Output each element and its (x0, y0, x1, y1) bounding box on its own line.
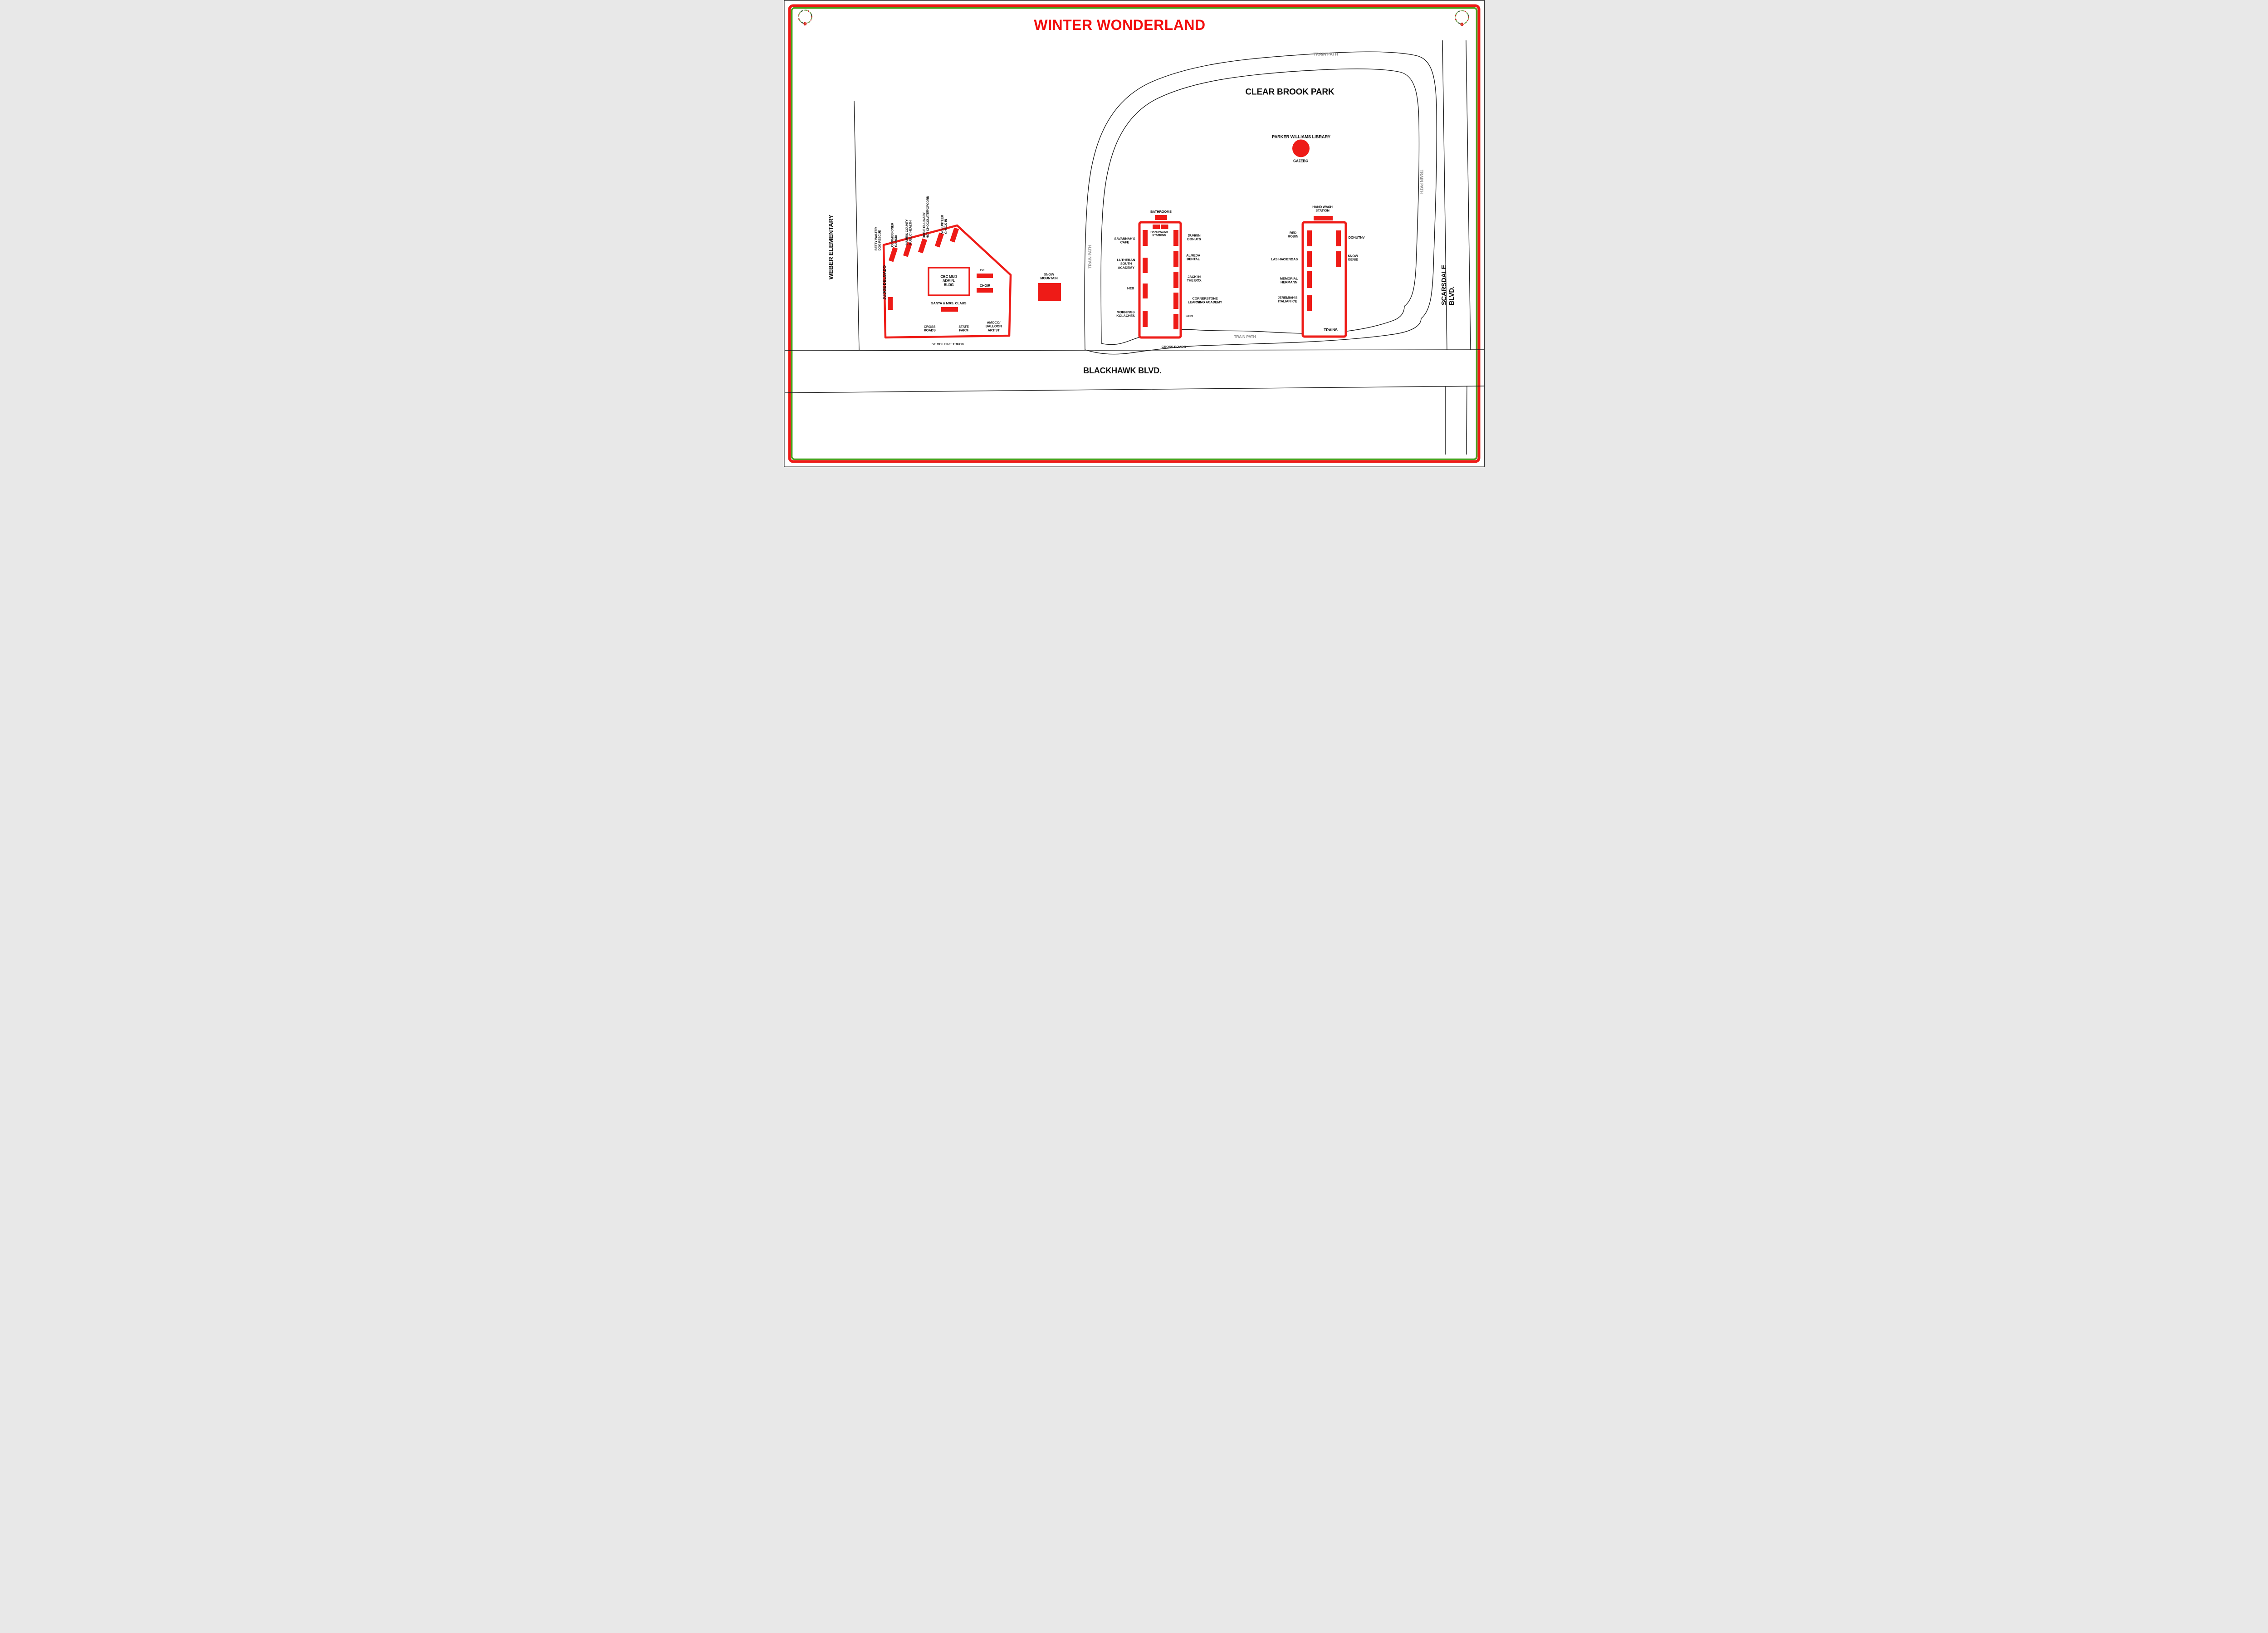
blackhawk-top-edge (784, 349, 1484, 351)
scarsdale-right-edge-lower (1466, 386, 1467, 455)
right-vendor-bars (1306, 216, 1341, 311)
booth-bar-mornings (1142, 311, 1148, 327)
train-path-label-left: TRAIN PATH (1087, 245, 1092, 269)
handwash-square-2 (1161, 225, 1168, 229)
right-vendor-rect (1301, 221, 1347, 338)
vendor-label-jeremiahs: JEREMIAH'S ITALIAN ICE (1277, 295, 1298, 303)
handwash-square-1 (1152, 225, 1160, 229)
booth-bar-chn (1173, 314, 1178, 329)
vendor-label-chn: CHN (1185, 313, 1193, 318)
blackhawk-bottom-edge (784, 386, 1484, 393)
vendor-label-harris-county: HARRIS COUNTY PUBLIC HEALTH (905, 219, 912, 245)
booth-bar-judge-delgado (887, 297, 893, 310)
dj-label: DJ (980, 268, 985, 272)
library-label: PARKER WILLIAMS LIBRARY (1272, 134, 1330, 140)
booth-bar-memorial (1306, 271, 1312, 288)
road-lines (784, 40, 1484, 455)
vendor-label-cornerstone: CORNERSTONE LEARNING ACADEMY (1188, 296, 1222, 304)
vendor-label-jack-in-the-box: JACK IN THE BOX (1187, 274, 1202, 283)
fire-truck-label: SE VOL FIRE TRUCK (931, 342, 964, 346)
event-map-page: WINTER WONDERLAND CLEAR BROOK PARK TRAIN… (783, 0, 1485, 467)
bathrooms-label: BATHROOMS (1150, 209, 1172, 214)
vendor-label-almeda-dental: ALMEDA DENTAL (1186, 253, 1200, 261)
hand-wash-station-label: HAND WASH STATION (1312, 205, 1333, 213)
vendor-label-heb: HEB (1127, 286, 1134, 290)
map-shapes (783, 0, 1485, 467)
state-farm-label: STATE FARM (958, 324, 969, 332)
bathrooms-block (1154, 215, 1167, 220)
vendor-label-betty-walter: BETTY WALTER DOG RESCUE (875, 227, 881, 251)
booth-bar-jack (1173, 272, 1178, 288)
train-path-label-bottom: TRAIN PATH (1234, 334, 1256, 339)
vendor-label-volunteer-checkin: VOLUNTEER CHECK-IN (941, 215, 948, 234)
hand-wash-stations-label: HAND WASH STATIONS (1150, 230, 1168, 237)
booth-bar-snow-genie (1335, 251, 1341, 267)
weber-elementary-label: WEBER ELEMENTARY (827, 215, 835, 280)
train-path-lines (1084, 51, 1437, 355)
booth-bar-dobie (934, 232, 944, 248)
booth-bar-donutnv (1335, 230, 1341, 246)
vendor-label-judge-delgado: JUDGE DELGADO (882, 265, 887, 300)
booth-bar-las-haciendas (1306, 251, 1312, 267)
cross-roads-booth-label: CROSS ROADS (924, 324, 936, 332)
santa-label: SANTA & MRS. CLAUS (931, 301, 967, 305)
booth-bar-cornerstone (1173, 293, 1178, 309)
booth-bar-savannahs (1142, 230, 1148, 246)
middle-vendor-bars (1142, 215, 1178, 329)
trains-label: TRAINS (1324, 328, 1338, 332)
gazebo-label: GAZEBO (1293, 159, 1309, 163)
booth-bar-betty-walter (888, 247, 898, 262)
vendor-label-lutheran-south: LUTHERAN SOUTH ACADEMY (1117, 258, 1135, 270)
snow-mountain-block (1037, 283, 1061, 301)
vendor-label-las-haciendas: LAS HACIENDAS (1271, 257, 1298, 261)
train-path-outer (1084, 51, 1437, 350)
vendor-label-dobie-culinary: DOBIE CULINARY HOT CHOCOLATE/POPCORN (923, 196, 929, 239)
pentagon-booth-bars (887, 227, 1061, 312)
blackhawk-blvd-label: BLACKHAWK BLVD. (1083, 366, 1162, 375)
train-path-inner (1100, 68, 1419, 344)
vendor-label-red-robin: RED ROBIN (1287, 230, 1299, 239)
cbc-mud-admin-bldg (927, 267, 970, 296)
snow-mountain-label: SNOW MOUNTAIN (1040, 272, 1058, 280)
gazebo-circle (1292, 139, 1310, 157)
cbc-admin-label: CBC MUD ADMIN. BLDG (940, 274, 957, 287)
booth-bar-harris-county (918, 238, 927, 254)
booth-bar-choir (976, 288, 993, 293)
amoco-label: AMOCO/ BALLOON ARTIST (985, 320, 1002, 332)
middle-vendor-rect (1138, 221, 1182, 339)
cross-roads-road-label: CROSS ROADS (1161, 344, 1186, 349)
scarsdale-blvd-label: SCARSDALE BLVD. (1440, 265, 1456, 305)
booth-bar-volunteer (949, 227, 959, 243)
booth-bar-jeremiahs (1306, 295, 1312, 311)
vendor-label-snow-genie: SNOW GENIE (1348, 254, 1358, 262)
booth-bar-commissioner (903, 242, 912, 257)
choir-label: CHOIR (979, 283, 991, 288)
booth-bar-red-robin (1306, 230, 1312, 246)
train-path-bottom-inner (1101, 306, 1405, 345)
scarsdale-left-edge (1442, 40, 1447, 350)
handwash-station-block (1313, 216, 1333, 220)
booth-bar-dunkin (1173, 230, 1178, 246)
page-edge-frame (783, 0, 1485, 467)
red-border (788, 4, 1480, 463)
booth-bar-almeda (1173, 251, 1178, 267)
vendor-label-commissioner-garcia: COMMISSIONER GARCIA (891, 223, 898, 247)
booth-bar-lutheran (1142, 258, 1148, 273)
booth-bar-dj (976, 274, 993, 278)
page-title: WINTER WONDERLAND (1034, 17, 1206, 34)
scarsdale-right-edge (1465, 40, 1471, 350)
vendor-label-mornings-kolaches: MORNINGS KOLACHES (1116, 310, 1135, 318)
train-path-label-top: TRAIN PATH (1313, 52, 1338, 57)
train-path-bottom-outer (1085, 318, 1422, 355)
booth-bar-santa (941, 307, 958, 312)
vendor-label-donutnv: DONUTNV (1348, 235, 1365, 240)
train-path-label-right: TRAIN PATH (1419, 170, 1424, 194)
weber-property-line (853, 100, 860, 351)
vendor-label-dunkin-donuts: DUNKIN DONUTS (1187, 233, 1201, 241)
vendor-label-savannahs-cafe: SAVANNAH'S CAFE (1114, 236, 1135, 244)
green-border (791, 7, 1477, 460)
booth-bar-heb (1142, 284, 1148, 298)
park-name-label: CLEAR BROOK PARK (1245, 87, 1334, 97)
vendor-label-memorial-hermann: MEMORIAL HERMANN (1280, 276, 1298, 284)
